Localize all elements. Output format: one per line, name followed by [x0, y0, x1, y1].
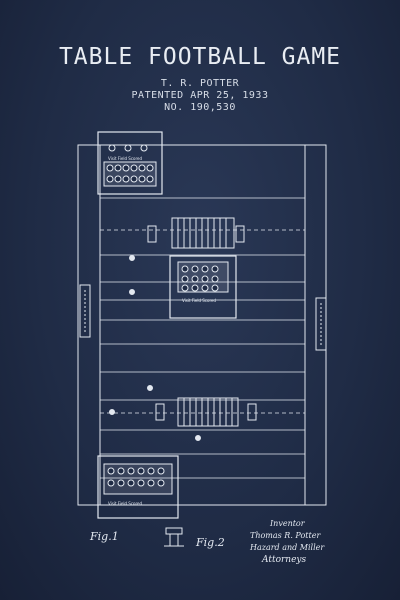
inventor-role: Inventor [269, 519, 306, 528]
inventor-name: T. R. POTTER [160, 78, 240, 89]
middle-box-text: Visit Field Scored [182, 298, 217, 303]
attorneys-label: Attorneys [261, 555, 307, 565]
patent-date: PATENTED APR 25, 1933 [131, 90, 269, 101]
fig1-label: Fig.1 [89, 530, 119, 543]
bottom-player-bank [155, 397, 257, 427]
poster-title: TABLE FOOTBALL GAME [58, 44, 342, 70]
attorney-name: Hazard and Miller [249, 543, 325, 552]
bottom-score-box [97, 455, 179, 519]
field-markers [109, 255, 201, 441]
dashed-lines [100, 229, 305, 414]
bottom-box-text: Visit Field Scored [108, 501, 143, 506]
top-score-box [97, 131, 163, 195]
yard-lines [100, 197, 305, 479]
middle-score-box [169, 255, 237, 319]
inventor-signature: Thomas R. Potter [250, 531, 321, 540]
fig2-detail [164, 527, 184, 547]
fig2-label: Fig.2 [195, 536, 225, 549]
side-bars [79, 284, 327, 351]
top-box-text: Visit Field Scored [108, 156, 143, 161]
top-player-bank [147, 217, 245, 249]
patent-number: NO. 190,530 [164, 102, 236, 113]
